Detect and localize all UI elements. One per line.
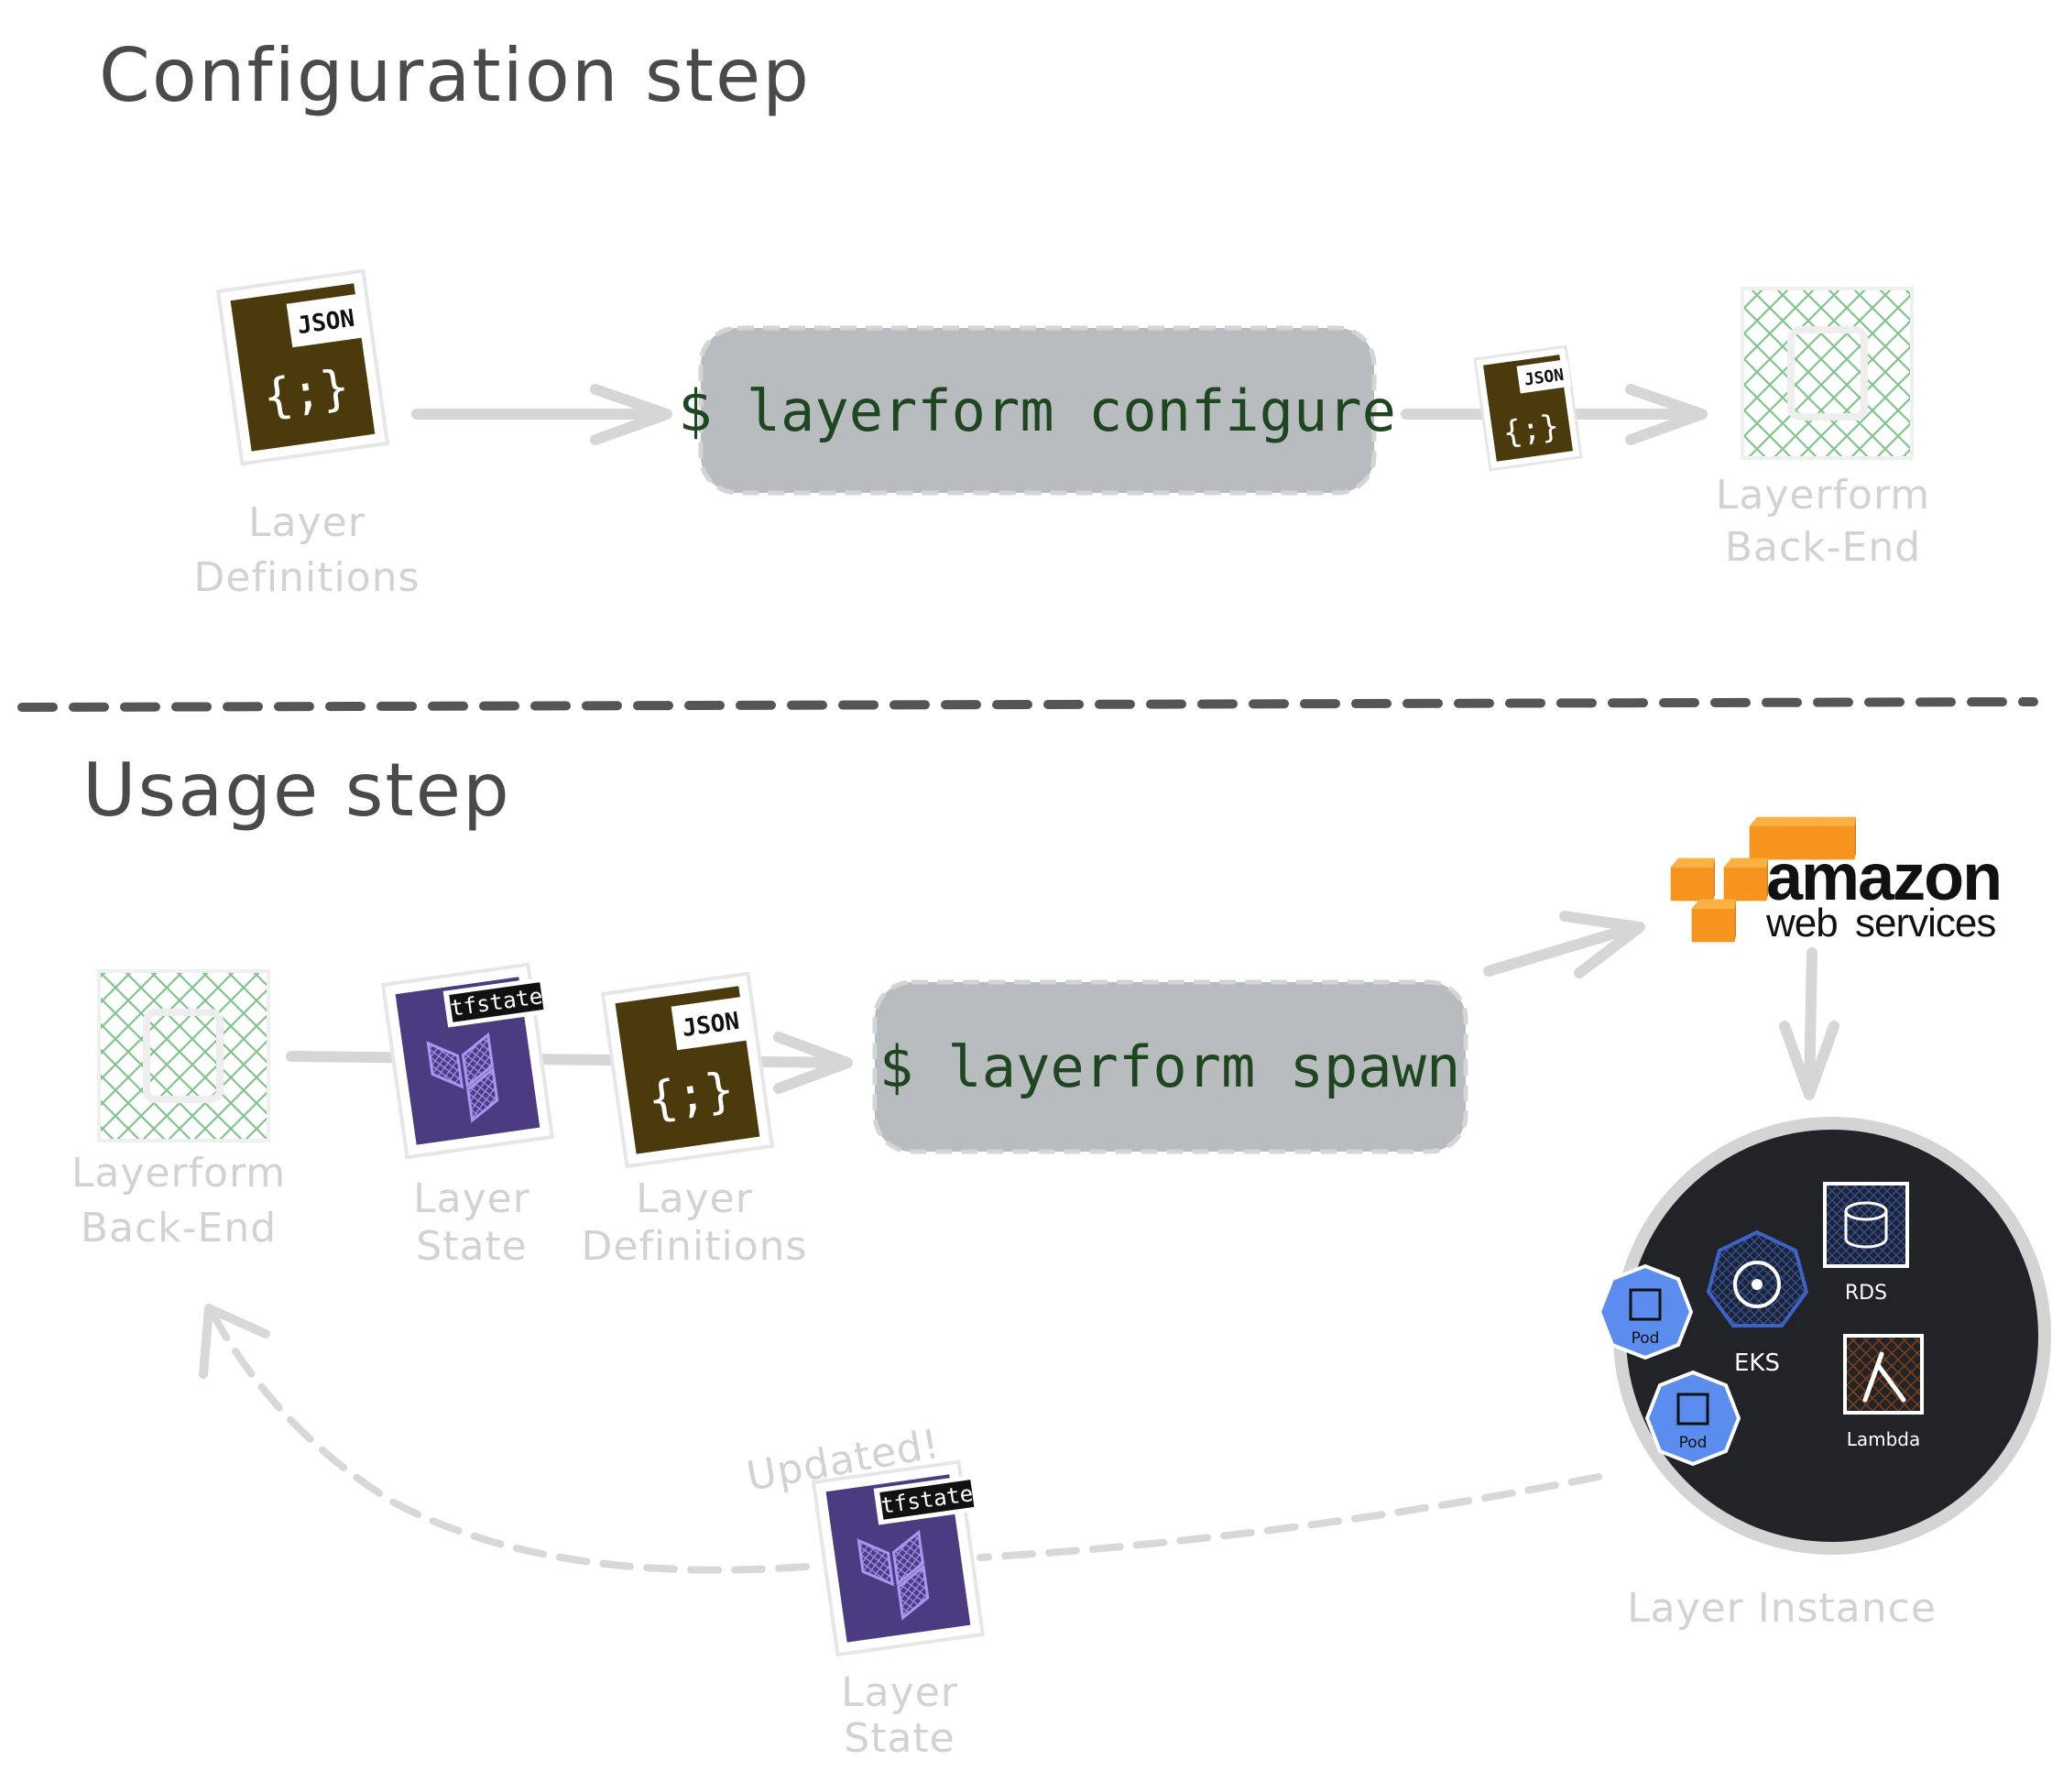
label-layer-state-1: Layer (413, 1175, 530, 1222)
command-spawn-text: $ layerform spawn (879, 1033, 1461, 1100)
braces-usage-glyph: {;} (645, 1062, 737, 1128)
layer-instance-circle: EKS Pod Pod RDS Lambda (1597, 1117, 2051, 1555)
aws-word-web: web (1765, 901, 1838, 945)
pod-label: Pod (1679, 1434, 1708, 1452)
tfstate-file-icon: tfstate (380, 962, 555, 1160)
json-file-icon: JSON {;} (215, 268, 390, 466)
tfstate-updated-file-icon: tfstate (811, 1459, 986, 1657)
label-backend-config-2: Back-End (1725, 524, 1921, 571)
label-layer-state-2: State (416, 1223, 527, 1270)
label-layer-instance: Layer Instance (1627, 1585, 1937, 1632)
pod-icon (1644, 1370, 1741, 1467)
arrow-spawn-to-aws (1483, 911, 1645, 978)
arrow-aws-to-instance (1779, 947, 1839, 1100)
backend-storage-usage-icon (97, 969, 270, 1142)
backend-storage-icon (1741, 287, 1914, 460)
label-backend-usage-2: Back-End (81, 1205, 277, 1251)
command-configure-text: $ layerform configure (678, 377, 1396, 444)
lambda-label: Lambda (1847, 1428, 1921, 1450)
return-arrowhead (199, 1304, 270, 1379)
braces-glyph: {;} (260, 359, 353, 425)
aws-word-amazon: amazon (1766, 841, 2001, 914)
heading-configuration-step: Configuration step (99, 33, 811, 118)
rds-label: RDS (1845, 1282, 1887, 1305)
eks-icon (1706, 1229, 1809, 1328)
aws-logo: amazon web services (1670, 816, 2003, 945)
label-layer-definitions-usage-2: Definitions (582, 1223, 808, 1270)
label-backend-config-1: Layerform (1716, 472, 1930, 519)
command-configure-box: $ layerform configure (678, 325, 1396, 496)
arrow-definitions-to-configure (411, 384, 672, 445)
label-updated-state-1: Layer (841, 1669, 958, 1716)
lambda-icon (1843, 1334, 1924, 1415)
eks-label: EKS (1734, 1349, 1780, 1377)
label-updated-state-2: State (844, 1715, 955, 1762)
heading-usage-step: Usage step (82, 748, 511, 833)
pod-icon (1597, 1263, 1694, 1360)
label-layer-definitions-1: Layer (248, 499, 366, 546)
command-spawn-box: $ layerform spawn (872, 979, 1468, 1154)
json-file-small-icon: JSON {;} (1473, 344, 1583, 472)
dashed-return-arrow (207, 1306, 1602, 1574)
label-backend-usage-1: Layerform (71, 1150, 286, 1196)
section-divider (17, 697, 2038, 712)
label-layer-definitions-usage-1: Layer (636, 1175, 753, 1222)
label-layer-definitions-2: Definitions (194, 554, 420, 601)
pod-label: Pod (1632, 1329, 1660, 1348)
braces-small-glyph: {;} (1501, 408, 1561, 452)
rds-icon (1823, 1182, 1909, 1268)
aws-word-services: services (1855, 901, 1995, 945)
json-file-usage-icon: JSON {;} (600, 971, 775, 1169)
